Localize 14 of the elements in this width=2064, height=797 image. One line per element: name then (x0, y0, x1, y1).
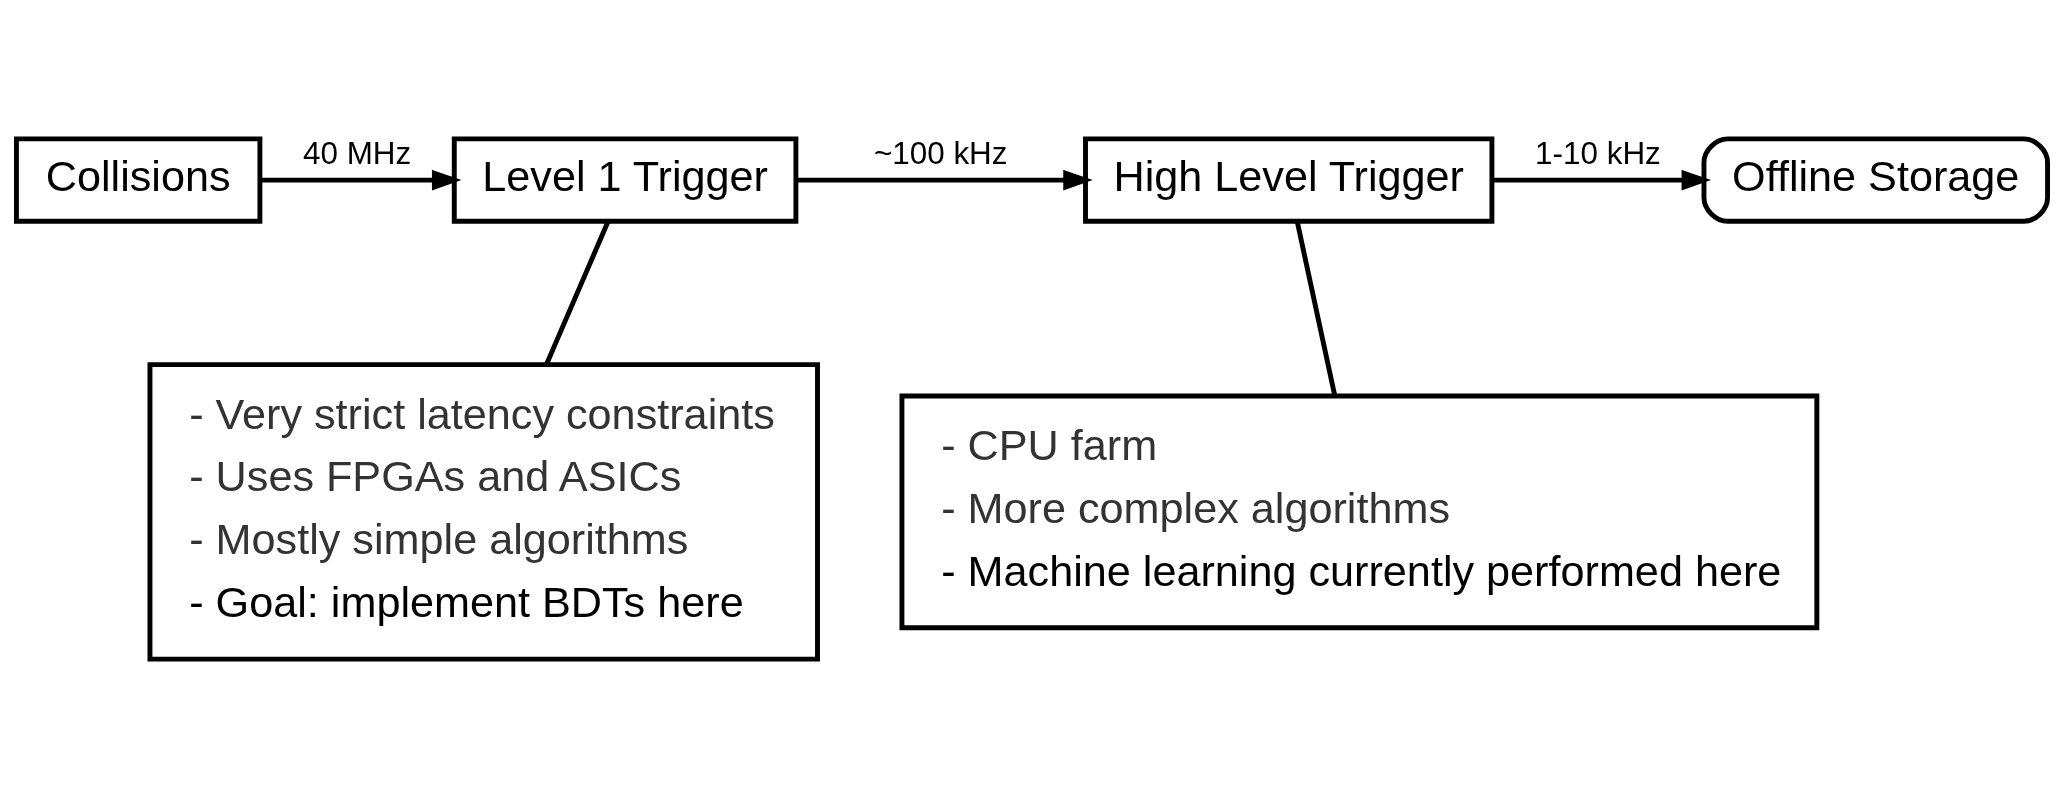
arrow (260, 169, 462, 190)
arrow (1492, 169, 1712, 190)
arrow (796, 169, 1093, 190)
node-box: High Level Trigger (1083, 135, 1495, 224)
edge-label: ~100 kHz (873, 135, 1008, 171)
connector (544, 220, 611, 365)
node-box: - CPU farm - More complex algorithms - Machine learning currently performed here (899, 393, 1820, 630)
edge-label: 40 MHz (302, 135, 412, 171)
edge-label: 1-10 kHz (1535, 135, 1661, 171)
node-box: Offline Storage (1701, 135, 2050, 224)
node-box: - Very strict latency constraints - Uses FPGAs and ASICs - Mostly simple algorithms - Goal: implement BDTs here (147, 361, 820, 662)
connector (1294, 220, 1338, 396)
node-box: Collisions (14, 135, 263, 224)
node-box: Level 1 Trigger (451, 135, 799, 224)
